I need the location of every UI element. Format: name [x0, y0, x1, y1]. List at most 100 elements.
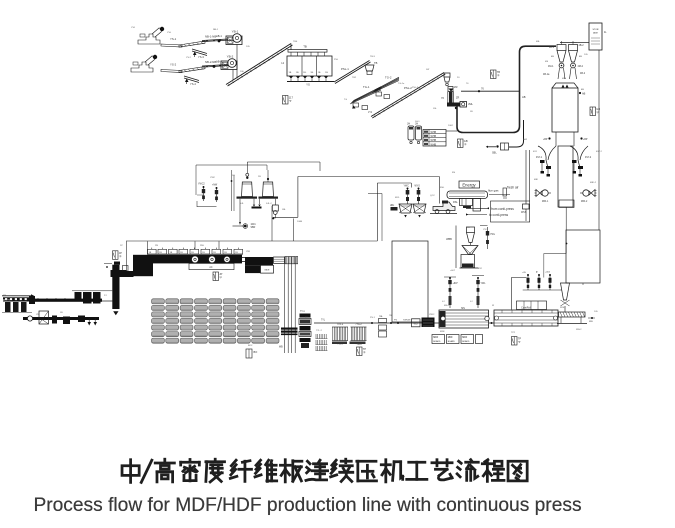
svg-text:JP: JP: [219, 272, 222, 276]
svg-text:TBS: TBS: [293, 41, 298, 43]
svg-text:YB: YB: [36, 314, 39, 316]
svg-text:7WSZ8: 7WSZ8: [403, 320, 411, 322]
svg-text:PSL-2a: PSL-2a: [412, 87, 420, 89]
svg-text:JP: JP: [119, 251, 122, 255]
svg-text:φ: φ: [536, 271, 538, 274]
svg-text:°P: °P: [363, 352, 366, 355]
svg-text:105: 105: [594, 311, 598, 313]
svg-text:WHB: WHB: [431, 131, 437, 134]
svg-text:TG-1: TG-1: [363, 85, 370, 89]
svg-text:YWC: YWC: [404, 186, 410, 188]
svg-text:4B: 4B: [579, 56, 582, 58]
svg-text:1B.: 1B.: [303, 72, 307, 74]
svg-text:+607: +607: [453, 283, 459, 285]
svg-text:to conti-press: to conti-press: [489, 213, 509, 217]
svg-text:YWC: YWC: [210, 177, 216, 179]
svg-text:WB: WB: [279, 347, 283, 349]
svg-text:flue gas: flue gas: [488, 189, 499, 193]
svg-text:ZR: ZR: [456, 97, 459, 100]
svg-text:WHB: WHB: [431, 143, 437, 146]
svg-text:1B.: 1B.: [296, 72, 300, 74]
svg-text:1001: 1001: [251, 224, 257, 226]
svg-text:LJ: LJ: [442, 301, 444, 303]
svg-text:4B: 4B: [551, 56, 554, 58]
svg-text:JB: JB: [470, 111, 473, 113]
svg-text:4B-1a: 4B-1a: [543, 73, 550, 76]
svg-text:AB2: AB2: [523, 138, 528, 141]
svg-text:YS-1: YS-1: [170, 37, 177, 41]
svg-text:JBL: JBL: [282, 209, 287, 211]
svg-text:1B: 1B: [191, 252, 194, 254]
svg-text:BO2: BO2: [248, 345, 253, 347]
svg-text:105: 105: [584, 54, 588, 56]
svg-text:YS-3: YS-3: [198, 55, 204, 59]
svg-text:PJ: PJ: [104, 295, 107, 297]
svg-text:100B: 100B: [297, 221, 303, 223]
svg-text:SJL-2: SJL-2: [266, 203, 272, 205]
svg-text:1B: 1B: [170, 252, 173, 254]
svg-text:QCC: QCC: [430, 195, 435, 197]
svg-text:JB: JB: [60, 312, 63, 314]
svg-text:1P: 1P: [120, 245, 123, 247]
svg-text:4SY-2: 4SY-2: [596, 151, 603, 153]
svg-text:7YL-2: 7YL-2: [316, 330, 323, 332]
svg-text:TG-1a: TG-1a: [398, 83, 405, 85]
svg-text:20: 20: [457, 77, 460, 79]
svg-text:WB-2: WB-2: [576, 329, 582, 331]
svg-text:76: 76: [466, 83, 469, 85]
svg-text:+BP: +BP: [543, 139, 548, 141]
svg-text:1B.: 1B.: [318, 72, 322, 74]
svg-text:TP2: TP2: [511, 332, 516, 334]
svg-text:ContiRoll: ContiRoll: [521, 307, 531, 310]
svg-text:RSL: RSL: [453, 201, 458, 204]
svg-text:°P: °P: [219, 277, 222, 280]
svg-text:JH-1: JH-1: [415, 121, 420, 123]
svg-text:TP: TP: [518, 337, 522, 341]
svg-text:PSL-1: PSL-1: [341, 67, 349, 71]
svg-text:PSL: PSL: [334, 59, 339, 61]
svg-text:PS: PS: [394, 320, 397, 322]
svg-text:4M: 4M: [545, 61, 548, 63]
svg-text:YB-2: YB-2: [227, 55, 234, 59]
svg-text:°P: °P: [518, 341, 521, 344]
svg-text:NBKYB: NBKYB: [3, 300, 11, 302]
svg-text:TG-2: TG-2: [385, 76, 392, 80]
svg-text:°P: °P: [596, 112, 599, 115]
svg-text:4BF-1: 4BF-1: [542, 201, 549, 203]
svg-text:SBR: SBR: [251, 227, 256, 229]
svg-text:4B: 4B: [581, 89, 584, 91]
svg-text:1B: 1B: [159, 252, 162, 254]
svg-text:1B.: 1B.: [325, 72, 329, 74]
svg-text:SJL: SJL: [240, 203, 245, 205]
svg-text:1B: 1B: [232, 175, 235, 177]
svg-text:7B: 7B: [497, 70, 500, 74]
svg-text:GB: GB: [596, 107, 600, 111]
svg-text:4SY-2: 4SY-2: [585, 157, 592, 159]
svg-text:W: W: [492, 305, 495, 307]
svg-text:2B: 2B: [258, 176, 261, 178]
svg-text:+002: +002: [545, 272, 551, 274]
svg-text:Y02: Y02: [478, 268, 483, 270]
svg-text:NB-1: NB-1: [213, 29, 219, 31]
svg-text:4SY: 4SY: [533, 151, 538, 153]
svg-text:JSL: JSL: [433, 108, 438, 110]
svg-text:JH: JH: [415, 123, 418, 126]
svg-text:YSL: YSL: [167, 32, 172, 34]
svg-text:JML: JML: [468, 102, 473, 106]
svg-text:dRc: dRc: [390, 204, 395, 207]
svg-text:AC: AC: [209, 266, 213, 269]
svg-text:YRJ2: YRJ2: [429, 314, 435, 316]
svg-text:4SY-1: 4SY-1: [536, 157, 543, 159]
svg-text:AGE: AGE: [593, 32, 598, 35]
svg-text:MDF: MDF: [448, 337, 454, 339]
svg-text:MS-1: MS-1: [444, 305, 450, 307]
svg-text:7YA-2: 7YA-2: [355, 323, 362, 326]
svg-text:4L: 4L: [604, 32, 607, 34]
svg-text:1B: 1B: [149, 252, 152, 254]
svg-text:4BF-2: 4BF-2: [581, 201, 588, 203]
svg-text:AB-1: AB-1: [216, 60, 222, 64]
svg-text:YWL: YWL: [490, 234, 496, 236]
svg-text:1B.: 1B.: [289, 72, 293, 74]
svg-text:76: 76: [441, 96, 444, 100]
svg-text:RSL: RSL: [440, 187, 445, 189]
